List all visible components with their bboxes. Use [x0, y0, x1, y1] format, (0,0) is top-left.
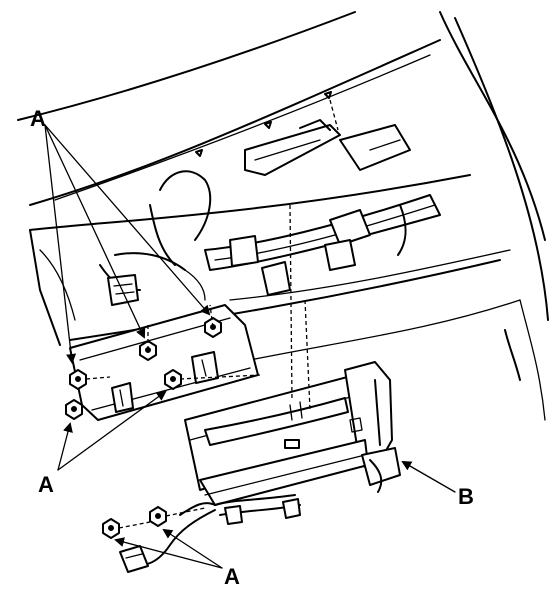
nut-6	[102, 518, 120, 539]
callout-label-b: B	[458, 484, 474, 509]
callout-label-a-bottom: A	[224, 564, 240, 589]
nut-2	[65, 399, 83, 420]
callout-label-a-top: A	[30, 106, 46, 131]
control-unit-b	[184, 361, 401, 506]
nut-3	[139, 340, 157, 361]
upper-bracket-assembly	[244, 119, 411, 176]
nut-1	[69, 369, 87, 390]
cross-member-tube	[204, 194, 441, 271]
nut-5	[164, 369, 182, 390]
assembly-guide-lines	[85, 204, 311, 529]
control-unit-bracket	[69, 304, 259, 421]
nuts-a	[65, 317, 222, 539]
callout-leaders	[44, 124, 456, 569]
wiring-harness-upper	[99, 170, 356, 306]
callout-label-a-mid: A	[38, 472, 54, 497]
nut-7	[149, 506, 167, 527]
nut-4	[204, 317, 222, 338]
